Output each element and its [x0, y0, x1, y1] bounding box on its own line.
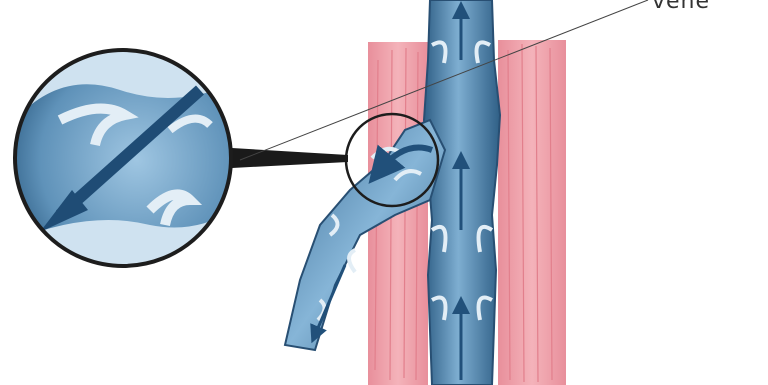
muscle-tissue-right — [498, 40, 566, 385]
zoom-detail — [10, 45, 240, 275]
zoom-connector — [232, 148, 348, 168]
